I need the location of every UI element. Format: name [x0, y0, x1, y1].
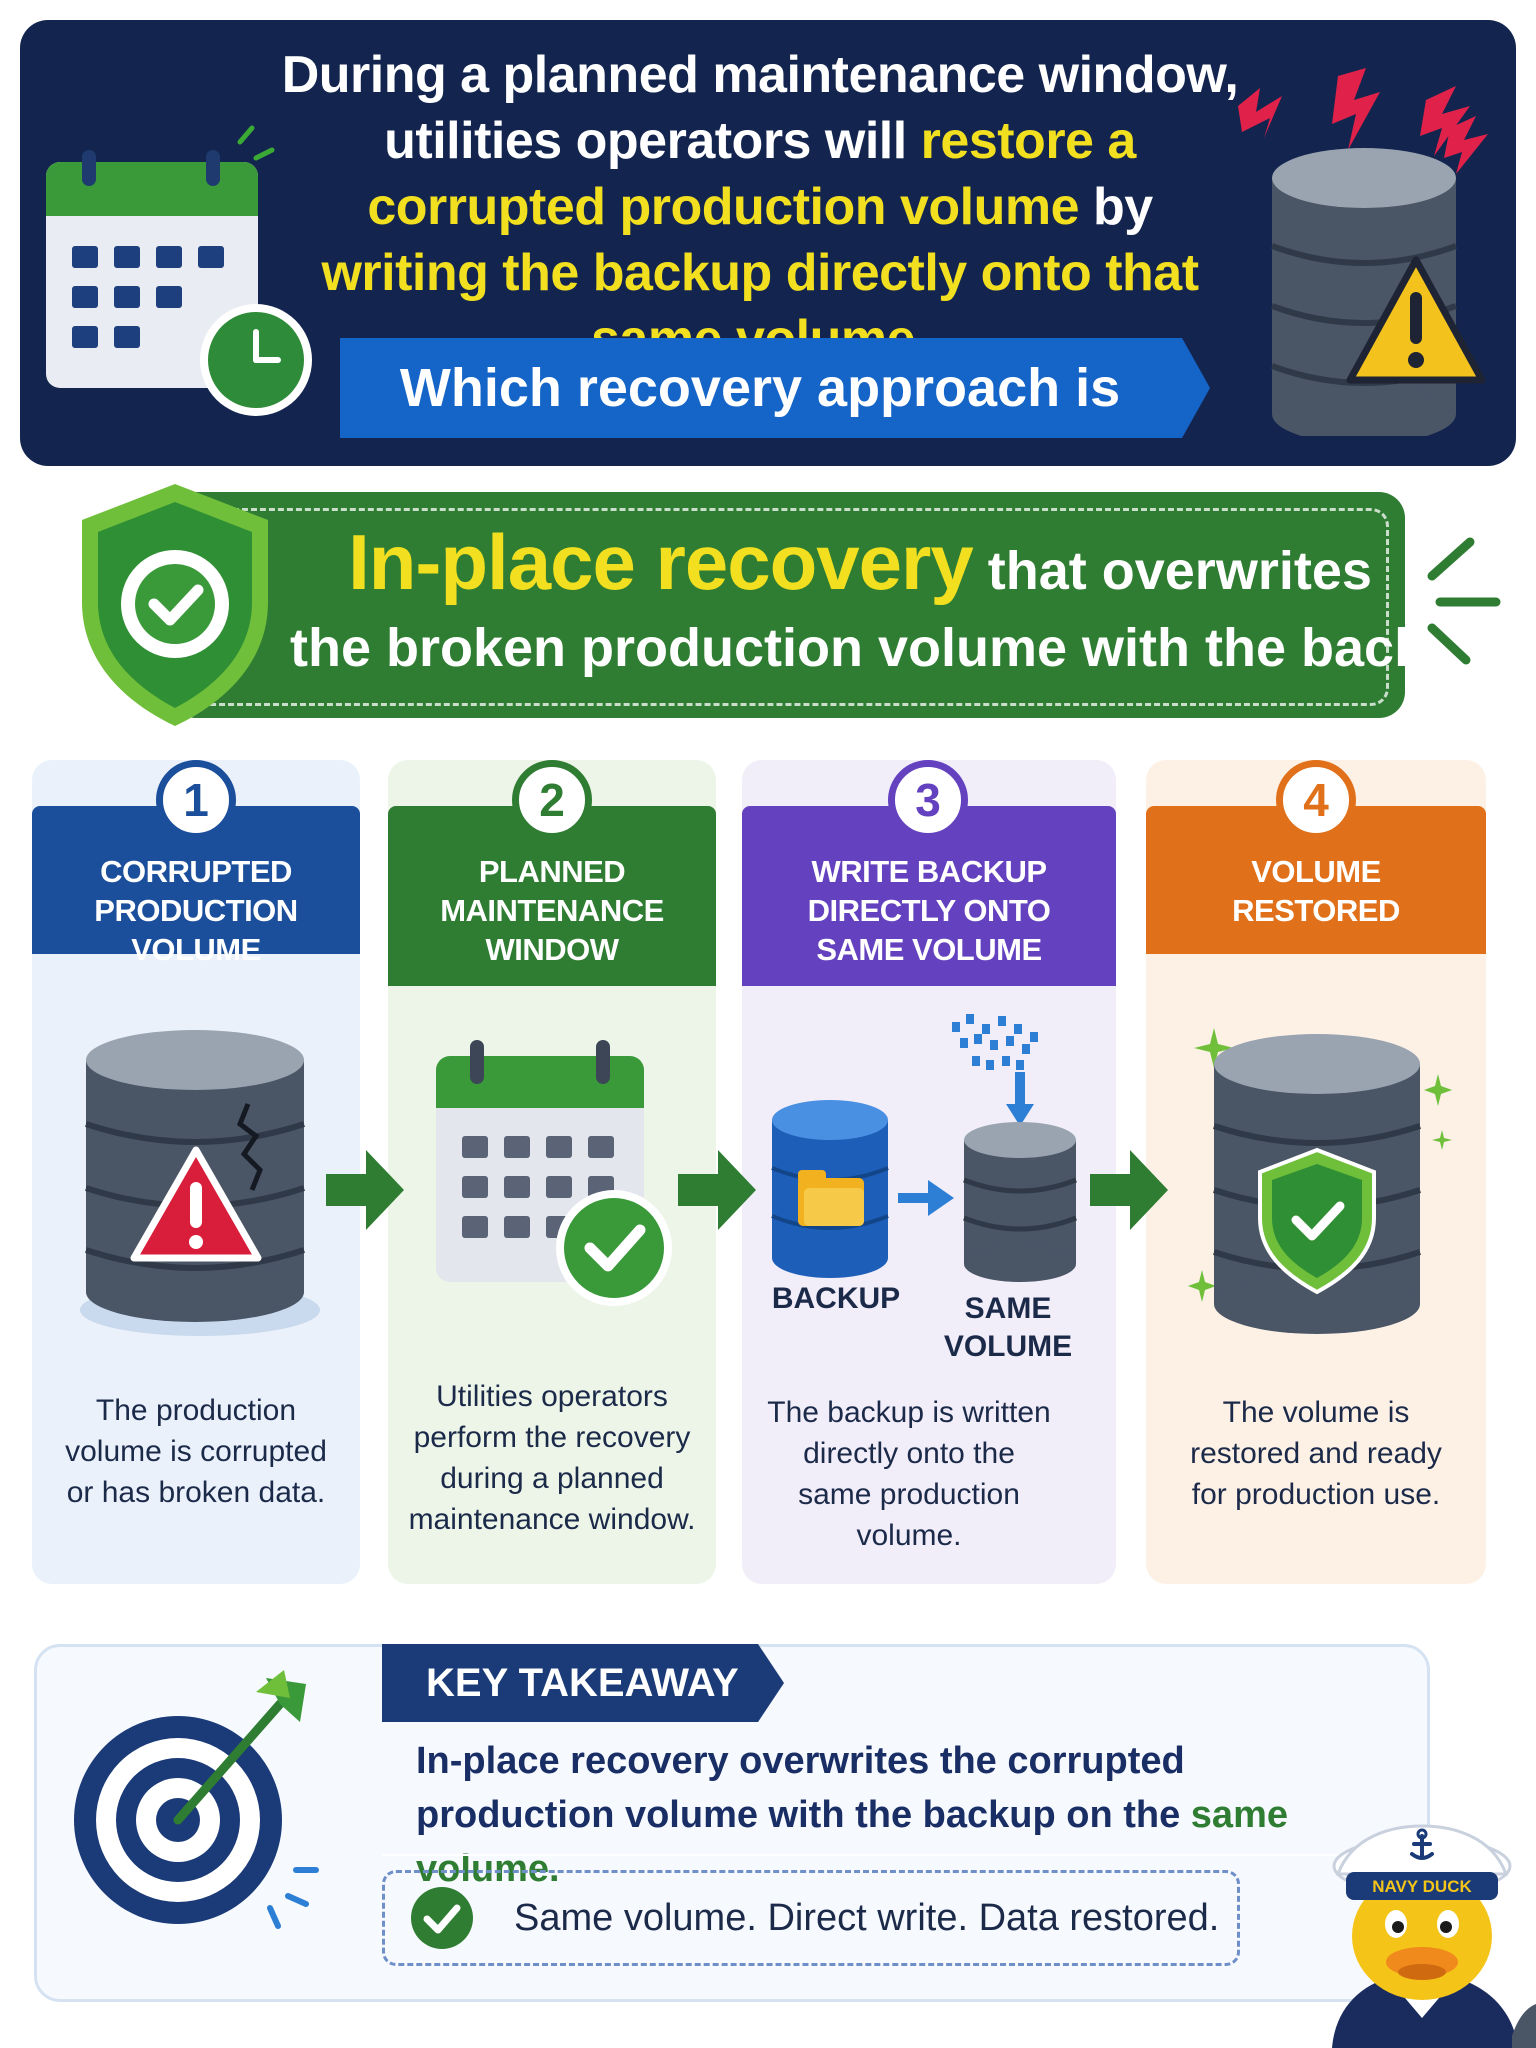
step-3-title: WRITE BACKUP DIRECTLY ONTO SAME VOLUME: [807, 854, 1051, 967]
sparkle-lines-icon: [1427, 537, 1501, 665]
answer-line-1: In-place recovery that overwrites: [348, 518, 1372, 606]
restored-database-shield-icon: [1188, 1028, 1452, 1334]
summary-pill: [382, 1870, 1240, 1966]
question-highlight-restore: restore a corrupted production volume: [367, 112, 1136, 236]
key-takeaway-text: In-place recovery overwrites the corrupt…: [416, 1740, 1288, 1890]
calendar-check-icon: [436, 1040, 672, 1306]
step-1-badge: 1: [156, 760, 236, 840]
cracked-database-icon: [80, 1030, 320, 1336]
arrow-right-icon: [678, 1150, 756, 1230]
answer-banner: [170, 492, 1405, 718]
step-4-badge: 4: [1276, 760, 1356, 840]
navy-duck-mascot: NAVY DUCK: [1332, 1824, 1536, 2048]
mascot-cap-text: NAVY DUCK: [1372, 1877, 1472, 1896]
corrupted-database-warning-icon: [1238, 68, 1488, 436]
backup-write-icon: [771, 1014, 1077, 1282]
backup-label: BACKUP: [771, 1282, 901, 1315]
step-2-badge: 2: [512, 760, 592, 840]
divider: [382, 1854, 1430, 1856]
question-text: During a planned maintenance window, uti…: [280, 42, 1240, 372]
step-4-title: VOLUME RESTORED: [1232, 854, 1400, 928]
answer-highlight: In-place recovery: [348, 518, 974, 606]
step-2-title: PLANNED MAINTENANCE WINDOW: [440, 854, 664, 967]
calendar-clock-icon: [46, 125, 312, 416]
key-takeaway-title: KEY TAKEAWAY: [426, 1661, 739, 1705]
check-circle-icon: [411, 1887, 473, 1949]
same-volume-label: SAME VOLUME: [943, 1292, 1073, 1363]
step-1-description: The production volume is corrupted or ha…: [65, 1394, 327, 1509]
shield-check-icon: [82, 484, 268, 726]
step-4-description: The volume is restored and ready for pro…: [1190, 1396, 1442, 1511]
step-2-description: Utilities operators perform the recovery…: [408, 1380, 696, 1536]
step-1-title: CORRUPTED PRODUCTION VOLUME: [94, 854, 298, 967]
step-3-badge: 3: [888, 760, 968, 840]
arrow-right-icon: [1090, 1150, 1168, 1230]
arrow-right-icon: [326, 1150, 404, 1230]
key-takeaway-header: [382, 1644, 784, 1722]
question-prompt-bar: [340, 338, 1210, 438]
target-arrow-icon: [74, 1670, 319, 1929]
summary-text: Same volume. Direct write. Data restored…: [514, 1897, 1220, 1939]
step-3-description: The backup is written directly onto the …: [767, 1396, 1051, 1552]
answer-line-2: the broken production volume with the ba…: [290, 618, 1491, 678]
question-prompt: Which recovery approach is this?: [399, 358, 1121, 518]
